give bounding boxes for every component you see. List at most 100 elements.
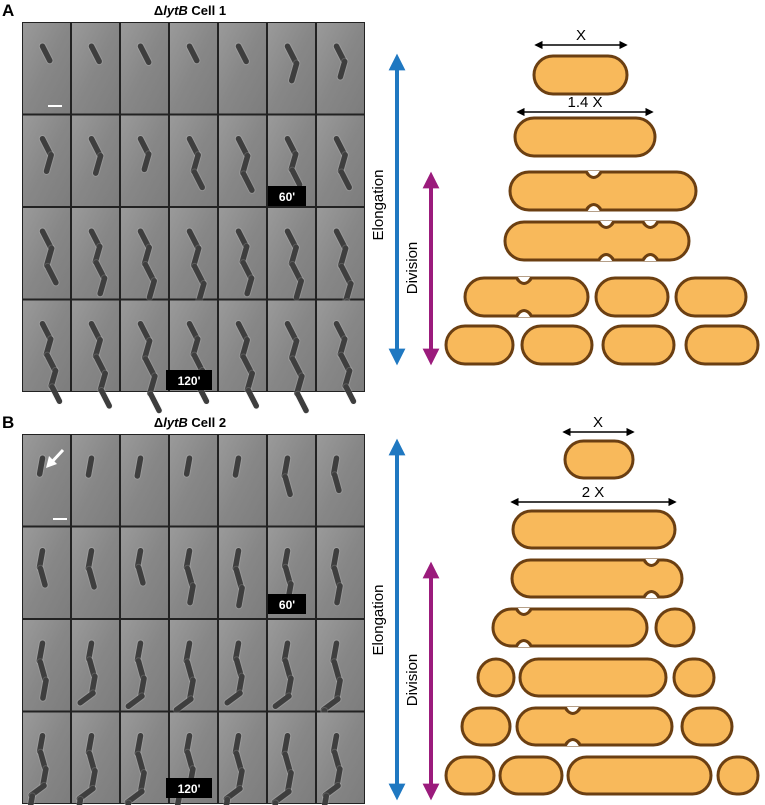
cell [532,54,629,96]
micrograph-frame [317,300,364,406]
micrograph-frame [23,527,70,618]
micrograph-frame [170,527,217,618]
cell [716,755,760,796]
width-label: 2 X [582,484,605,501]
micrograph-frame [219,620,266,711]
micrograph-frame [268,300,315,415]
micrograph-frame [317,115,364,206]
panel-title: ΔlytB Cell 1 [154,3,226,18]
panel-a: A ΔlytB Cell 1 60' 120' Elongation Divis… [2,1,760,415]
micrograph-frame [317,208,364,322]
micrograph-frame [72,527,119,618]
panel-b: B ΔlytB Cell 2 60' 120' Elongation Divis… [2,413,760,805]
micrograph-frame [317,23,364,114]
micrograph-frame [317,527,364,618]
elongation-label: Elongation [370,170,387,241]
timestamp-label: 120' [178,374,201,388]
width-label: X [593,414,603,431]
division-label: Division [404,654,421,707]
timestamp-badge: 60' [268,594,306,614]
cell [680,706,734,747]
cell [463,276,590,318]
micrograph-frame [170,435,217,526]
width-label: 1.4 X [567,94,602,111]
micrograph-frame [268,23,315,114]
micrograph-frame [170,208,217,305]
scale-bar [48,105,62,107]
cell [563,439,635,480]
micrograph-frame [317,435,364,526]
micrograph-frame [121,23,168,114]
micrograph-frame [121,435,168,526]
micrograph-frame [23,300,70,406]
cell [520,324,594,366]
micrograph-frame [219,115,266,206]
micrograph-frame [23,712,70,805]
panel-title: ΔlytB Cell 2 [154,415,226,430]
division-label: Division [404,242,421,295]
cell [674,276,748,318]
micrograph-frame [23,435,70,526]
micrograph-frame [121,712,168,805]
cell [444,324,515,366]
cell [601,324,676,366]
micrograph-frame [121,620,168,711]
timestamp-badge: 120' [166,370,212,390]
cell [460,706,512,747]
cell [672,657,716,698]
micrograph-frame [23,620,70,711]
timestamp-label: 60' [279,598,295,612]
cell [508,170,698,212]
cell [515,706,674,747]
cell [518,657,668,698]
micrograph-frame [170,23,217,114]
timestamp-badge: 60' [268,186,306,206]
micrograph-frame [23,115,70,206]
panel-letter: A [2,1,14,20]
micrograph-frame [268,712,315,805]
micrograph-frame [268,435,315,526]
pointer-arrow-icon [46,448,65,468]
cell [511,509,677,550]
cell [476,657,516,698]
cell-division-schematic [444,439,760,796]
width-label: X [576,27,586,44]
micrograph-frame [317,712,364,805]
cell [566,755,713,796]
cell [513,116,657,158]
micrograph-frame [219,208,266,299]
micrograph-frame [219,300,266,410]
timestamp-badge: 120' [166,778,212,798]
cell-division-schematic [444,54,760,366]
micrograph-frame [72,208,119,299]
panel-letter: B [2,413,14,432]
cell [491,607,649,648]
timestamp-label: 120' [178,782,201,796]
micrograph-frame [72,620,119,711]
micrograph-frame [219,435,266,526]
micrograph-frame [219,23,266,114]
scale-bar [53,518,67,520]
cell [510,558,684,599]
micrograph-frame [23,208,70,299]
micrograph-frame [121,208,168,301]
timestamp-label: 60' [279,190,295,204]
elongation-label: Elongation [370,585,387,656]
micrograph-frame [170,620,217,714]
micrograph-frame [72,23,119,114]
micrograph-frame [72,115,119,206]
micrograph-frame [268,620,315,711]
cell [594,276,670,318]
micrograph-grid [22,434,365,805]
micrograph-frame [219,712,266,805]
micrograph-frame [121,527,168,618]
micrograph-frame [72,712,119,805]
cell [684,324,760,366]
cell [444,755,496,796]
cell [654,607,696,648]
cell [498,755,564,796]
micrograph-frame [72,300,119,410]
micrograph-frame [121,300,168,415]
micrograph-frame [121,115,168,206]
